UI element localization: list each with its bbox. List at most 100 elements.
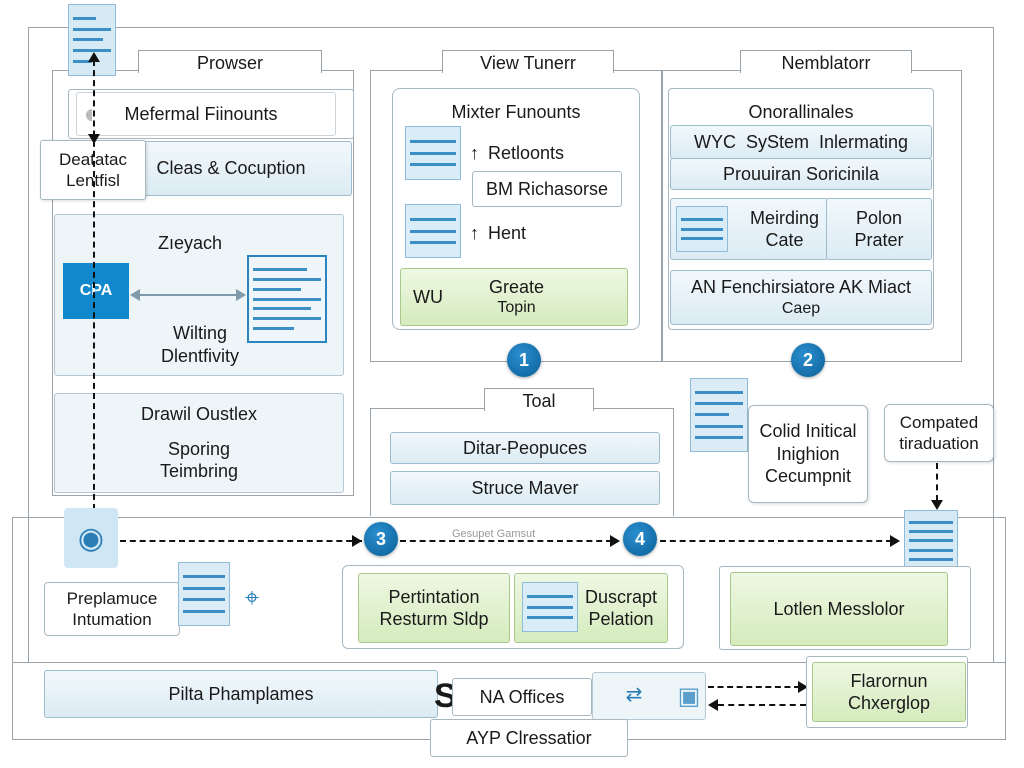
callout-initial: Colid Initical Inighion Cecumpnit xyxy=(748,405,868,503)
callout-initial-line2: Inighion xyxy=(776,443,840,464)
right-bottom-line2: Caep xyxy=(781,299,821,317)
prep-box: Preplamuce Intumation xyxy=(44,582,180,636)
footer-arrow-bottom xyxy=(718,704,806,706)
right-doc-icon xyxy=(676,206,728,252)
callout-initial-line3: Cecumpnit xyxy=(764,466,852,487)
badge-1: 1 xyxy=(507,343,541,377)
footer-arrow-bottom-head xyxy=(708,699,718,711)
zone-caption-line2: Dlentfivity xyxy=(160,346,240,367)
footer-arrow-top xyxy=(708,686,800,688)
right-bottom-line1: AN Fenchirsiatore AK Miact xyxy=(690,277,912,298)
footer-icon-box xyxy=(592,672,706,720)
callout-compated-line2: tiraduation xyxy=(899,434,979,453)
mid-item1-arrow: ↑ xyxy=(470,143,479,163)
compated-connector-arrow xyxy=(931,500,943,510)
right-sub-left-text: Meirding Cate xyxy=(750,207,819,252)
right-row1-label: WYC SyStem Inlermating xyxy=(693,131,909,152)
pilta-bar[interactable]: Pilta Phamplames xyxy=(44,670,438,718)
lotlen-card[interactable]: Lotlen Messlolor xyxy=(730,572,948,646)
toal-item1[interactable]: Ditar-Peopuces xyxy=(390,432,660,464)
flow-line-a xyxy=(120,540,362,542)
document-icon xyxy=(68,4,116,76)
zone-drawil: Drawil Oustlex Sporing Teimbring xyxy=(54,393,344,493)
na-offices[interactable]: NA Offices xyxy=(452,678,592,716)
zone-drawil-line2: Sporing xyxy=(167,438,231,459)
pilta-label: Pilta Phamplames xyxy=(168,683,314,704)
double-arrow-right xyxy=(236,289,246,301)
card-mefermal[interactable]: Mefermal Fiinounts xyxy=(68,89,354,139)
mid-doc-icon-2 xyxy=(405,204,461,258)
flow-arrow-a xyxy=(352,535,362,547)
ayp-box[interactable]: AYP Clressatior xyxy=(430,719,628,757)
zone-drawil-line3: Teimbring xyxy=(159,461,239,482)
cd-icon: ◐ xyxy=(83,98,101,129)
flow-start-icon: ◉ xyxy=(64,508,118,568)
prep-line1: Preplamuce xyxy=(66,588,158,608)
pert-card[interactable]: Pertintation Resturm Sldp xyxy=(358,573,510,643)
prep-doc-icon xyxy=(178,562,230,626)
mid-green-card[interactable]: WU Greate Topin xyxy=(400,268,628,326)
right-sub-left-line2: Cate xyxy=(765,230,804,250)
right-inner-title: Onorallinales xyxy=(748,102,854,122)
mid-green-left: WU xyxy=(413,286,443,307)
prep-line2: Intumation xyxy=(72,610,152,629)
double-arrow-left xyxy=(130,289,140,301)
right-sub-right[interactable]: Polon Prater xyxy=(826,198,932,260)
flow-end-icon xyxy=(904,510,958,572)
flow-arrow-b xyxy=(610,535,620,547)
flow-label: Gesupet Gamsut xyxy=(452,528,536,540)
left-dashed-connector xyxy=(93,60,95,510)
right-sub-right-line1: Polon xyxy=(855,207,903,228)
mid-item3[interactable]: Hent xyxy=(488,223,527,243)
mid-panel-title: View Tunerr xyxy=(442,50,614,73)
flow-line-c xyxy=(660,540,892,542)
bottom-band xyxy=(12,517,1006,663)
flarornun-line1: Flarornun xyxy=(850,670,928,691)
device-icon: ▣ xyxy=(677,682,701,710)
mid-item2-label: BM Richasorse xyxy=(485,178,609,199)
badge-2: 2 xyxy=(791,343,825,377)
label-box-line1: Deatatac xyxy=(58,149,128,169)
toal-item2[interactable]: Struce Maver xyxy=(390,471,660,505)
swap-icon: ⇄ xyxy=(625,683,643,706)
callout-doc-icon xyxy=(690,378,748,452)
right-row1[interactable]: WYC SyStem Inlermating xyxy=(670,125,932,159)
toal-title: Toal xyxy=(484,388,594,411)
duscrapt-line1: Duscrapt xyxy=(584,586,657,607)
footer-symbol: S xyxy=(434,677,457,715)
zone-heading: Zıeyach xyxy=(157,233,223,253)
lotlen-label: Lotlen Messlolor xyxy=(773,598,905,619)
right-row2[interactable]: Prouuiran Soricinila xyxy=(670,158,932,190)
right-bottom[interactable]: AN Fenchirsiatore AK Miact Caep xyxy=(670,270,932,325)
callout-initial-line1: Colid Initical xyxy=(759,421,857,442)
callout-compated: Compated tiraduation xyxy=(884,404,994,462)
pert-line1: Pertintation xyxy=(388,586,480,607)
mid-doc-icon-1 xyxy=(405,126,461,180)
ayp-label: AYP Clressatior xyxy=(466,727,592,748)
mid-green-right: Greate Topin xyxy=(489,276,544,319)
double-arrow xyxy=(132,294,244,296)
toal-item2-label: Struce Maver xyxy=(471,477,579,498)
zone-caption: Wilting Dlentfivity xyxy=(140,322,260,369)
cpa-icon[interactable]: CPA xyxy=(63,263,129,319)
location-pin-icon: ⌖ xyxy=(244,582,260,612)
zone-caption-line1: Wilting xyxy=(172,323,227,343)
left-connector-arrow-down xyxy=(88,134,100,144)
flow-line-b xyxy=(400,540,612,542)
right-row2-label: Prouuiran Soricinila xyxy=(722,163,880,184)
card-shadow xyxy=(76,92,336,136)
mid-item1[interactable]: Retloonts xyxy=(488,143,565,163)
badge-3: 3 xyxy=(364,522,398,556)
left-connector-arrow-up xyxy=(88,52,100,62)
card-mefermal-label: Mefermal Fiinounts xyxy=(124,103,278,124)
card-cleas-label: Cleas & Cocuption xyxy=(156,158,306,179)
mid-item3-arrow: ↑ xyxy=(470,223,479,243)
mid-item2[interactable]: BM Richasorse xyxy=(472,171,622,207)
flarornun-card[interactable]: Flarornun Chxerglop xyxy=(812,662,966,722)
duscrapt-doc-icon xyxy=(522,582,578,632)
footer-arrow-top-head xyxy=(798,681,808,693)
na-offices-label: NA Offices xyxy=(479,686,565,707)
right-sub-left-line1: Meirding xyxy=(749,207,819,228)
zone-drawil-line1: Drawil Oustlex xyxy=(140,404,258,425)
flarornun-line2: Chxerglop xyxy=(847,693,931,713)
